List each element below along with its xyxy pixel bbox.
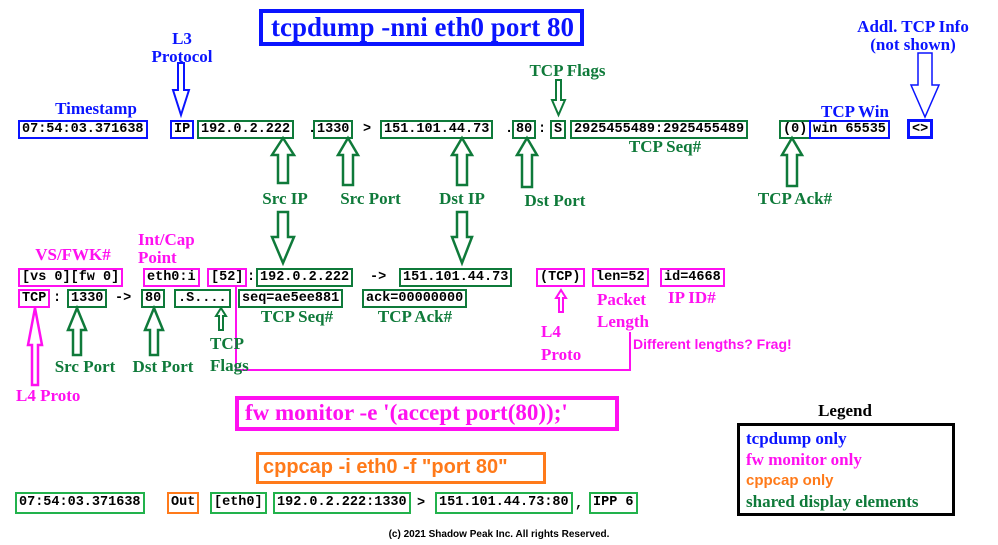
- fw-tcp-flags-label: TCP Flags: [210, 334, 249, 375]
- fw-int-cap-point: eth0:i: [143, 268, 200, 287]
- tcpdump-dst-port: 80: [512, 120, 537, 139]
- cppcap-ipp: IPP 6: [589, 492, 638, 514]
- fw-dst-port-up-arrow-icon: [143, 304, 165, 357]
- src-port-up-arrow-icon: [335, 135, 361, 187]
- legend: tcpdump only fw monitor only cppcap only…: [737, 423, 955, 516]
- tcp-flags-down-arrow-icon: [550, 79, 567, 118]
- legend-item-fw-monitor: fw monitor only: [746, 450, 862, 469]
- legend-item-cppcap: cppcap only: [746, 472, 834, 489]
- dst-ip-down-arrow-icon: [450, 210, 474, 267]
- tcpdump-tcp-seq: 2925455489:2925455489: [570, 120, 749, 139]
- dst-ip-label: Dst IP: [439, 189, 485, 208]
- fw-l4-proto: (TCP): [536, 268, 585, 287]
- fw-packet-length: len=52: [592, 268, 649, 287]
- fw-monitor-command-title: fw monitor -e '(accept port(80));': [235, 396, 619, 431]
- fw-dst-port-label: Dst Port: [132, 357, 194, 376]
- tcpdump-dst-ip: 151.101.44.73: [380, 120, 494, 139]
- l4-proto-left-up-arrow-icon: [26, 307, 44, 387]
- l3-protocol-label: L3 Protocol: [151, 29, 213, 66]
- copyright-text: (c) 2021 Shadow Peak Inc. All rights Res…: [388, 529, 610, 540]
- fw-ip-id-label: IP ID#: [668, 288, 716, 307]
- fw-tcp-seq-label: TCP Seq#: [260, 307, 334, 326]
- tcpdump-dot-separator: .: [308, 122, 317, 137]
- legend-item-tcpdump: tcpdump only: [746, 429, 847, 448]
- l3-protocol-arrow-icon: [171, 62, 191, 119]
- fw-l4-proto-line2: TCP: [18, 289, 51, 308]
- vs-fwk-label: VS/FWK#: [35, 245, 111, 264]
- tcp-flags-top-label: TCP Flags: [529, 61, 606, 80]
- addl-tcp-info-label: Addl. TCP Info (not shown): [857, 17, 969, 54]
- fw-tcp-seq: seq=ae5ee881: [238, 289, 344, 308]
- fw-tcp-ack: ack=00000000: [362, 289, 468, 308]
- cppcap-command-title: cppcap -i eth0 -f "port 80": [256, 452, 546, 484]
- tcpdump-tcp-flags: S: [550, 120, 567, 139]
- dst-port-label: Dst Port: [524, 191, 586, 210]
- fw-dst-ip: 151.101.44.73: [399, 268, 513, 287]
- fw-src-ip: 192.0.2.222: [256, 268, 354, 287]
- tcpdump-command-title: tcpdump -nni eth0 port 80: [259, 9, 584, 46]
- fw-tcp-flags: .S....: [174, 289, 231, 308]
- tcpdump-tcp-ack: (0): [779, 120, 812, 139]
- tcpdump-src-port: 1330: [313, 120, 354, 139]
- fw-vs-fwk: [vs 0][fw 0]: [18, 268, 124, 287]
- cppcap-dst: 151.101.44.73:80: [435, 492, 573, 514]
- fw-src-port-up-arrow-icon: [66, 304, 88, 357]
- fw-packet-length-label: Packet Length: [597, 290, 649, 331]
- fw-l4-proto-right-label: L4 Proto: [541, 322, 582, 364]
- cppcap-comma: ,: [575, 497, 584, 512]
- tcpdump-dot-separator-2: .: [505, 122, 514, 137]
- legend-item-shared: shared display elements: [746, 492, 919, 511]
- addl-info-arrow-icon: [909, 52, 941, 119]
- src-port-label: Src Port: [340, 189, 401, 208]
- cppcap-direction: Out: [167, 492, 200, 514]
- tcp-win-label: TCP Win: [821, 102, 889, 121]
- tcp-ack-up-arrow-icon: [779, 135, 805, 188]
- tcp-seq-label: TCP Seq#: [628, 137, 702, 156]
- tcpdump-gt: >: [363, 122, 372, 137]
- fw-tcp-flags-up-arrow-icon: [214, 306, 228, 331]
- fw-tcp-ack-label: TCP Ack#: [377, 307, 453, 326]
- cppcap-src: 192.0.2.222:1330: [273, 492, 411, 514]
- fw-colon-2: :: [53, 291, 62, 306]
- fw-l4-proto-left-label: L4 Proto: [16, 386, 81, 405]
- fw-ip-id: id=4668: [660, 268, 725, 287]
- tcp-ack-label: TCP Ack#: [757, 189, 833, 208]
- tcpdump-addl-info: <>: [907, 119, 934, 139]
- cppcap-interface: [eth0]: [210, 492, 267, 514]
- src-ip-down-arrow-icon: [270, 210, 296, 267]
- tcpdump-timestamp: 07:54:03.371638: [18, 120, 148, 139]
- fw-arrow-2: ->: [115, 291, 132, 306]
- tcpdump-tcp-win: win 65535: [809, 120, 890, 139]
- frag-note: Different lengths? Frag!: [633, 336, 792, 352]
- fw-src-port: 1330: [67, 289, 108, 308]
- cppcap-gt: >: [417, 496, 426, 511]
- tcpdump-l3-protocol: IP: [170, 120, 195, 139]
- src-ip-label: Src IP: [262, 189, 308, 208]
- dst-port-up-arrow-icon: [514, 135, 540, 189]
- l4-proto-right-up-arrow-icon: [554, 288, 568, 313]
- cppcap-timestamp: 07:54:03.371638: [15, 492, 145, 514]
- fw-dst-port: 80: [141, 289, 166, 308]
- fw-src-port-label: Src Port: [54, 357, 116, 376]
- legend-title: Legend: [818, 401, 872, 420]
- fw-arrow-1: ->: [370, 270, 387, 285]
- src-ip-up-arrow-icon: [269, 135, 297, 185]
- timestamp-label: Timestamp: [55, 99, 137, 118]
- dst-ip-up-arrow-icon: [449, 135, 475, 187]
- int-cap-point-label: Int/Cap Point: [138, 230, 195, 267]
- tcpdump-colon: :: [538, 122, 547, 137]
- fw-len-bracket: [52]: [207, 268, 248, 287]
- fw-colon: :: [247, 270, 256, 285]
- tcpdump-src-ip: 192.0.2.222: [197, 120, 295, 139]
